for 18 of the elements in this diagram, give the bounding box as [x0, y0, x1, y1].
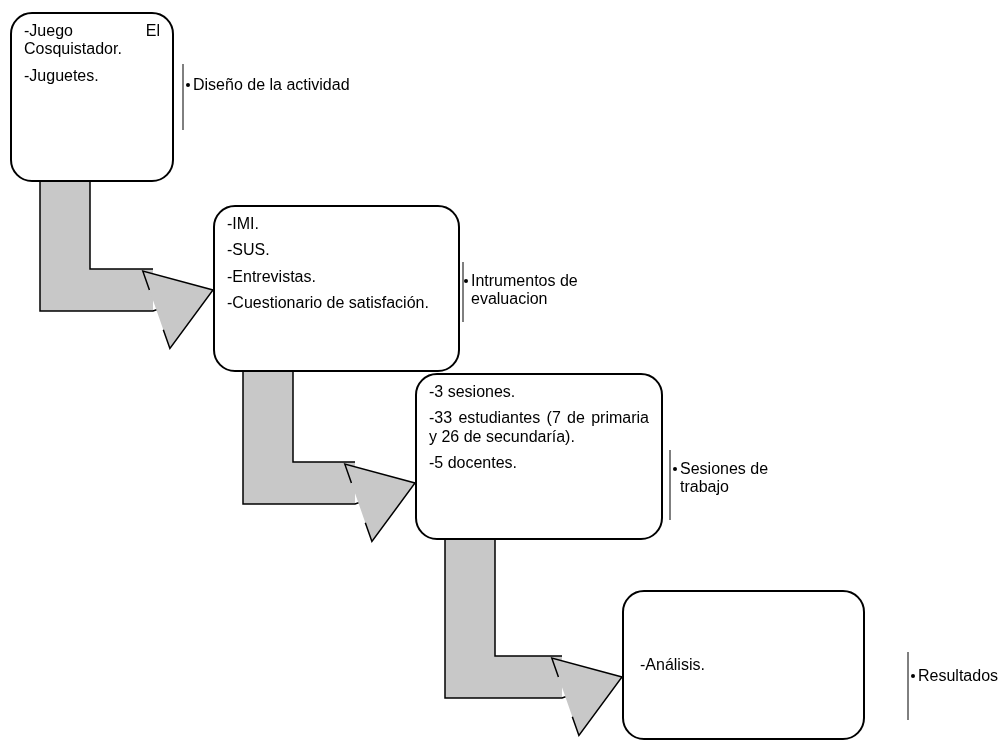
- list-item: -5 docentes.: [429, 454, 519, 473]
- rounded-box: [622, 590, 865, 740]
- list-item: -Entrevistas.: [227, 267, 317, 287]
- list-item: -Juguetes.: [24, 66, 100, 86]
- rounded-box: [10, 12, 174, 182]
- list-item: -Cuestionario de satisfación.: [227, 294, 430, 313]
- rounded-box: [415, 373, 663, 540]
- stage-label: Diseño de la actividad: [193, 76, 351, 95]
- list-item: -Análisis.: [640, 655, 706, 675]
- list-item: -IMI.: [227, 215, 260, 234]
- stage-label: Resultados: [918, 667, 1000, 686]
- list-item: -33 estudiantes (7 de primaria y 26 de secundaría).: [429, 409, 649, 447]
- list-item: -Juego El Cosquistador.: [24, 22, 160, 59]
- rounded-box: [213, 205, 460, 372]
- stage-label: Intrumentos de evaluacion: [471, 272, 579, 309]
- stage-label: Sesiones de trabajo: [680, 460, 770, 497]
- list-item: -3 sesiones.: [429, 383, 517, 402]
- list-item: -SUS.: [227, 241, 271, 260]
